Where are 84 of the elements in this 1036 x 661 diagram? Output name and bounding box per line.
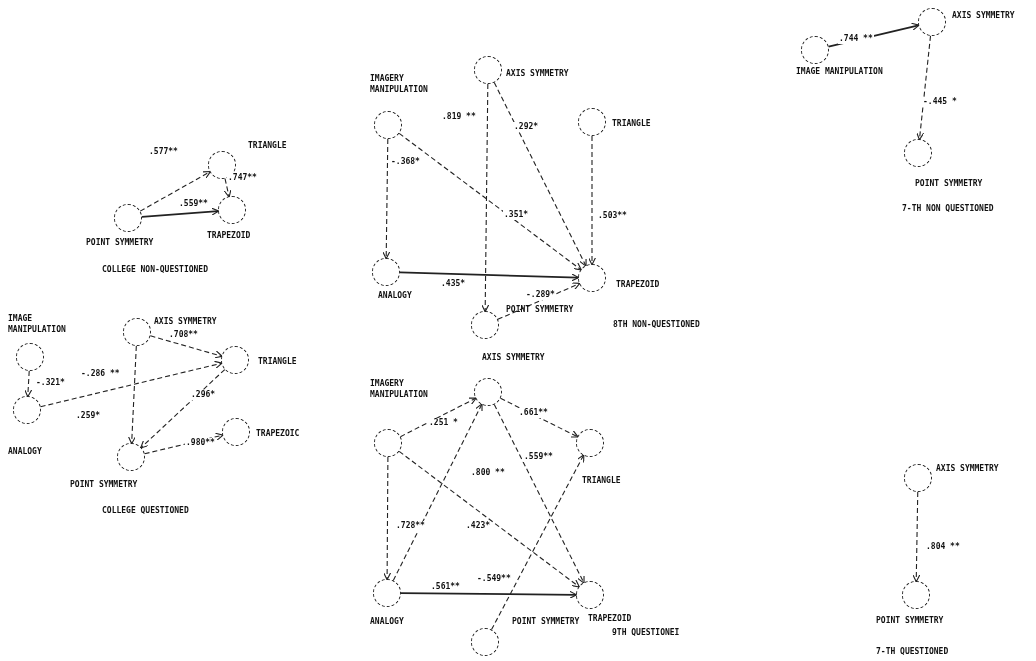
node-label: POINT SYMMETRY <box>506 304 574 315</box>
panel-caption: 9TH QUESTIONEI <box>612 628 680 638</box>
arrow <box>399 271 580 282</box>
node-label: ANALOGY <box>8 446 42 457</box>
edge-label: .708** <box>168 330 199 340</box>
arrow <box>481 83 490 313</box>
edge-label: .351* <box>503 210 530 220</box>
node-label: AXIS SYMMETRY <box>482 352 545 363</box>
node-label: IMAGE MANIPULATION <box>8 313 67 335</box>
edge-label: .559** <box>523 452 554 462</box>
node-label: TRAPEZOID <box>588 613 632 624</box>
edge-label: .292* <box>513 122 540 132</box>
edge-label: .804 ** <box>925 542 961 552</box>
edge-label: .800 ** <box>470 468 506 478</box>
edge-label: .251 * <box>428 418 459 428</box>
node-label: POINT SYMMETRY <box>512 616 580 627</box>
node-label: ANALOGY <box>378 290 412 301</box>
node-label: POINT SYMMETRY <box>70 479 138 490</box>
node-label: IMAGERY MANIPULATION <box>370 73 429 95</box>
edge-label: .577** <box>148 147 179 157</box>
edge-label: .728** <box>395 521 426 531</box>
node-label: AXIS SYMMETRY <box>506 68 569 79</box>
panel-caption: 8TH NON-QUESTIONED <box>613 320 700 330</box>
node-label: AXIS SYMMETRY <box>154 316 217 327</box>
arrow <box>127 345 137 445</box>
arrow <box>383 456 392 581</box>
arrow <box>493 403 585 584</box>
edge-label: -.445 * <box>922 97 958 107</box>
edge-label: .980** <box>185 438 216 448</box>
node-label: POINT SYMMETRY <box>876 615 944 626</box>
edge-label: .503** <box>597 211 628 221</box>
panel-caption: 7-TH NON QUESTIONED <box>902 204 994 214</box>
node-label: ANALOGY <box>370 616 404 627</box>
arrow <box>400 590 578 599</box>
arrow <box>140 369 226 449</box>
arrow <box>499 397 579 438</box>
node-label: TRIANGLE <box>612 118 651 129</box>
node-label: TRIANGLE <box>248 140 287 151</box>
node-label: IMAGERY MANIPULATION <box>370 378 429 400</box>
arrow <box>912 491 921 583</box>
edge-label: .259* <box>75 411 102 421</box>
arrow <box>139 170 211 212</box>
edge-label: -.286 ** <box>80 369 121 379</box>
edge-label: .747** <box>227 173 258 183</box>
arrow <box>587 135 597 266</box>
edge-label: .561** <box>430 582 461 592</box>
arrow <box>141 207 220 218</box>
arrow <box>382 138 391 260</box>
edge-label: -.321* <box>35 378 66 388</box>
edge-label: -.368* <box>390 157 421 167</box>
node-label: TRAPEZOID <box>207 230 251 241</box>
edge-label: .435* <box>440 279 467 289</box>
arrow <box>223 178 232 198</box>
node-label: TRAPEZOID <box>616 279 660 290</box>
arrow <box>398 450 580 588</box>
edge-label: -.549** <box>476 574 512 584</box>
edge-label: .819 ** <box>441 112 477 122</box>
node-label: IMAGE MANIPULATION <box>796 66 883 77</box>
node-label: POINT SYMMETRY <box>915 178 983 189</box>
edge-label: .559** <box>178 199 209 209</box>
arrow <box>497 282 581 320</box>
arrow <box>40 360 223 408</box>
panel-caption: 7-TH QUESTIONED <box>876 647 949 657</box>
edge-label: .296* <box>190 390 217 400</box>
edge-label: .423* <box>465 521 492 531</box>
panel-caption: COLLEGE QUESTIONED <box>102 506 189 516</box>
panel-caption: COLLEGE NON-QUESTIONED <box>102 265 208 275</box>
arrow <box>149 335 223 359</box>
arrow <box>493 81 587 267</box>
arrow <box>490 454 585 631</box>
arrow <box>392 403 483 582</box>
node-label: TRAPEZOIC <box>256 428 300 439</box>
arrow <box>398 132 582 271</box>
node-label: AXIS SYMMETRY <box>952 10 1015 21</box>
edge-label: .661** <box>518 408 549 418</box>
arrow <box>399 397 477 438</box>
edge-label: -.289* <box>525 290 556 300</box>
arrow <box>916 35 932 141</box>
node-label: TRIANGLE <box>582 475 621 486</box>
edge-label: .744 ** <box>838 34 874 44</box>
node-label: AXIS SYMMETRY <box>936 463 999 474</box>
arrow <box>24 370 33 398</box>
node-label: POINT SYMMETRY <box>86 237 154 248</box>
node-label: TRIANGLE <box>258 356 297 367</box>
